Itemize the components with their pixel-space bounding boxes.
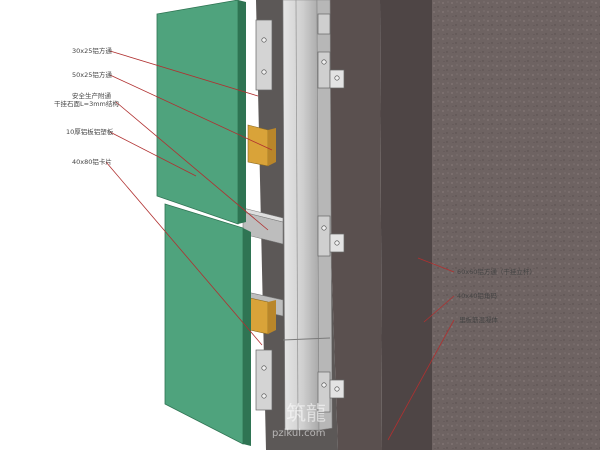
angle-clip [317, 13, 331, 35]
panel-upper [156, 0, 239, 225]
label-safety-line: 安全生产附通 [72, 91, 112, 100]
vertical-post [282, 0, 333, 431]
label-40x40-angle: 40x40铝角码 [457, 291, 497, 300]
post-joint [282, 337, 331, 341]
label-clip-card: 40x80铝卡片 [72, 157, 112, 166]
post-side [316, 0, 333, 431]
leader-line-clip [105, 161, 263, 346]
bolt [334, 386, 340, 392]
watermark-url: pzikul.com [272, 428, 326, 439]
angle-clips [255, 13, 345, 413]
bolt [261, 393, 267, 399]
bracket-upper-side [268, 128, 276, 166]
post-groove [295, 0, 299, 431]
label-50x25-tube: 50x25铝方通 [72, 70, 112, 79]
leader-line-concrete [387, 319, 455, 441]
panel-upper-edge [238, 0, 246, 224]
bolt [321, 382, 327, 388]
fixing-brackets [247, 124, 276, 335]
angle-clip [317, 215, 331, 257]
bracket-upper [247, 124, 269, 167]
bolt [334, 75, 340, 81]
angle-clip [255, 19, 273, 91]
leader-line-50x25 [109, 74, 273, 151]
bolt [321, 59, 327, 65]
label-aluminium-panel: 10厚铝板铝塑板 [66, 127, 114, 136]
post-front [282, 0, 320, 431]
watermark-logo: 筑龍 [286, 401, 326, 425]
bolt [334, 240, 340, 246]
bolt [261, 37, 267, 43]
label-stone-structure: 干挂石面L=3mm结构 [54, 99, 119, 108]
leader-line-40x40 [423, 295, 455, 323]
labels-left: 30x25铝方通 50x25铝方通 安全生产附通 干挂石面L=3mm结构 10厚… [54, 46, 119, 166]
bracket-lower-side [268, 300, 276, 334]
leader-line-60x60 [417, 257, 455, 273]
watermark: 筑龍 pzikul.com [272, 401, 326, 439]
leader-line-safety [115, 101, 269, 231]
leader-lines [105, 50, 455, 441]
leader-line-30x25 [109, 50, 259, 97]
angle-clip [317, 51, 331, 89]
panel-lower-edge [243, 228, 251, 446]
wall-front-face [380, 0, 432, 450]
wall-dark-edge [322, 0, 382, 450]
label-60x60-post: 60x60铝方通（干挂立杆） [457, 267, 536, 276]
facade-panels [156, 0, 251, 446]
bolts [261, 37, 340, 399]
labels-right: 60x60铝方通（干挂立杆） 40x40铝角码 里板筋混凝体 [457, 267, 536, 324]
angle-clip [255, 349, 273, 411]
bracket-lower [249, 297, 269, 335]
label-30x25-tube: 30x25铝方通 [72, 46, 112, 55]
panel-lower [164, 203, 244, 445]
bolt [261, 69, 267, 75]
leader-line-panel [109, 131, 197, 177]
label-concrete: 里板筋混凝体 [459, 315, 499, 324]
bolt [261, 365, 267, 371]
bolt [321, 225, 327, 231]
wall-side-face [432, 0, 600, 450]
